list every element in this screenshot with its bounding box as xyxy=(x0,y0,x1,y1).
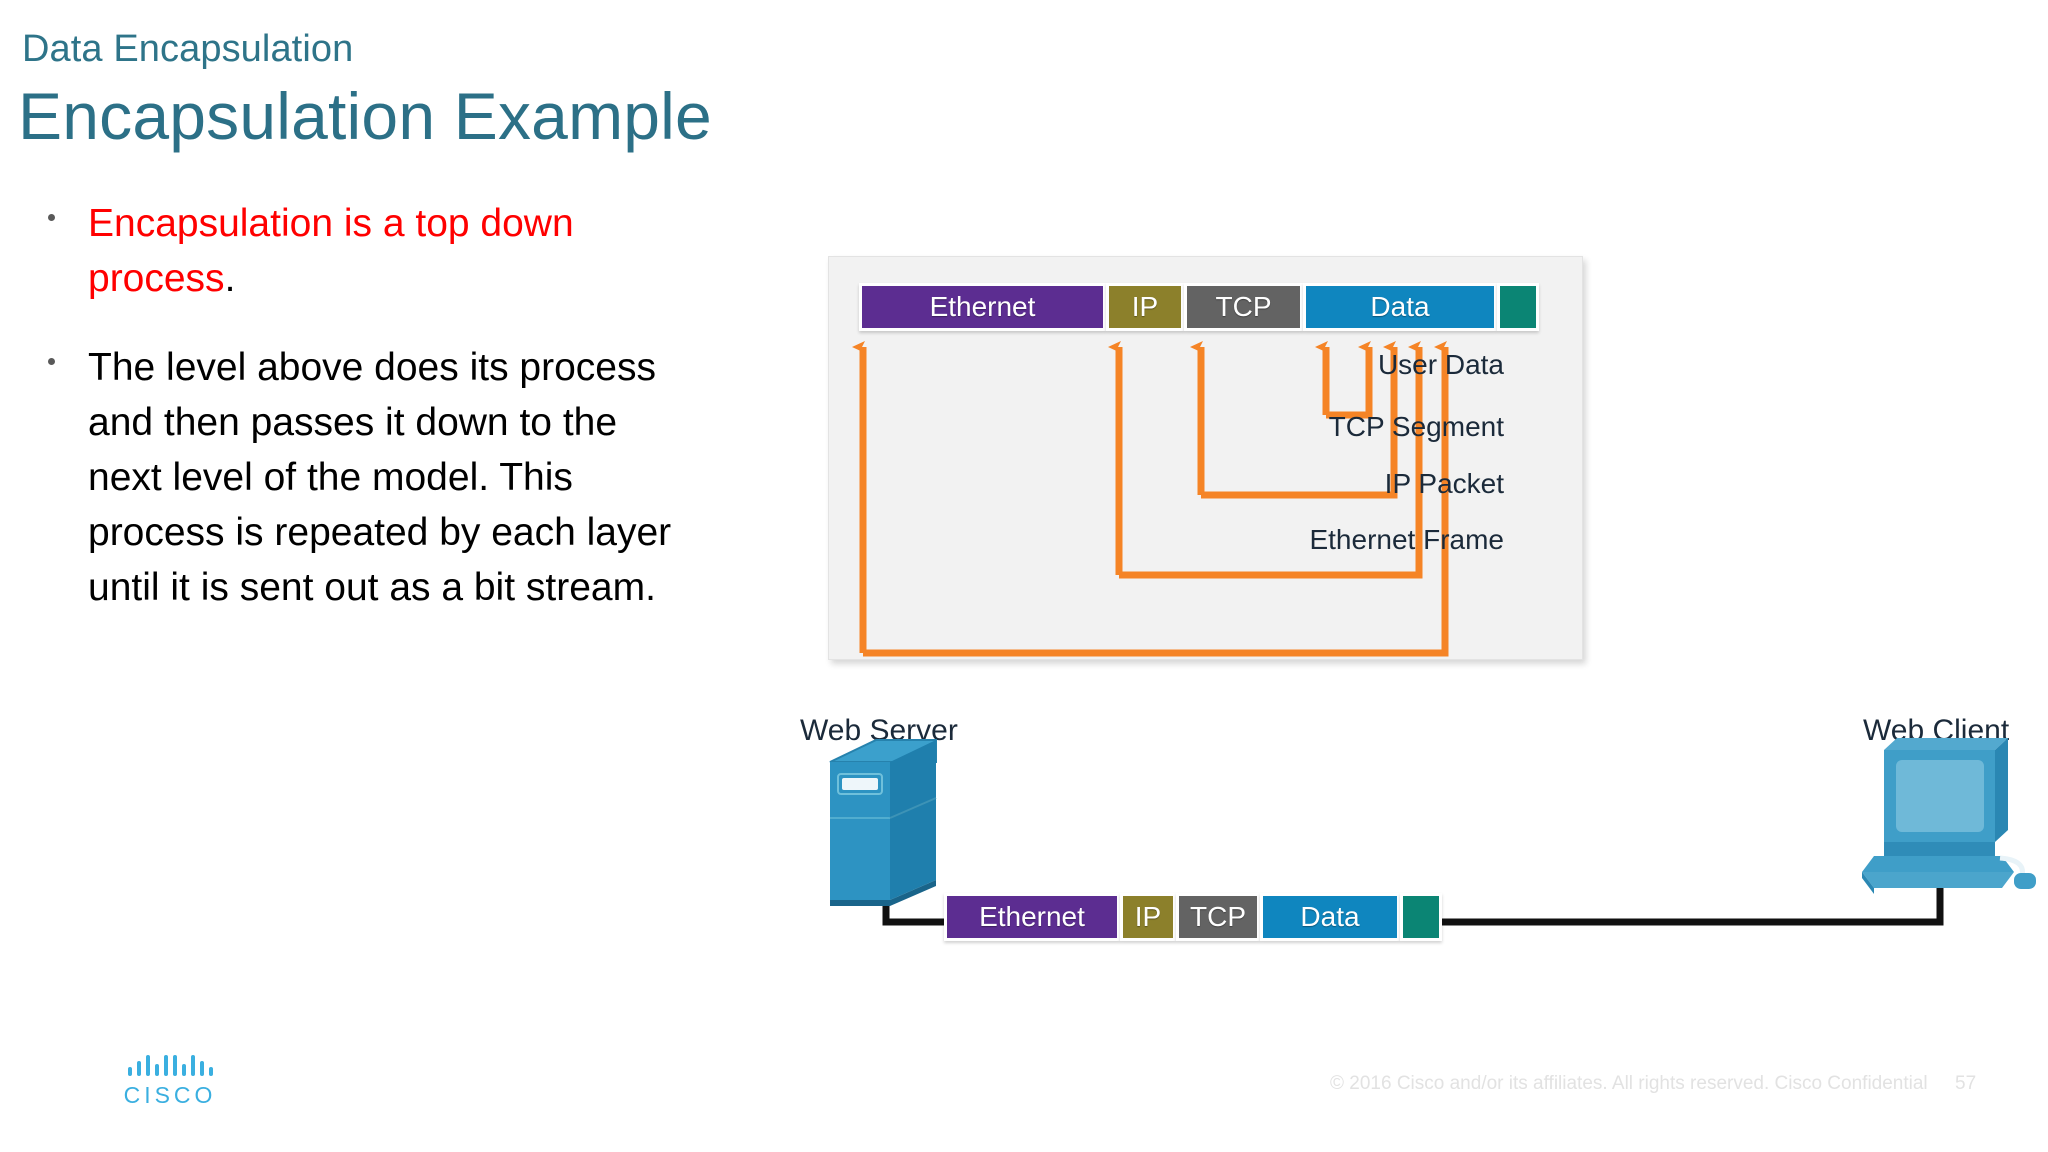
encapsulation-bracket-arrows xyxy=(852,341,1449,657)
pdu-segment-ip: IP xyxy=(1106,283,1184,331)
bullet-text: The level above does its process and the… xyxy=(88,346,672,609)
pdu-segment-tcp: TCP xyxy=(1184,283,1303,331)
pdu-bar-top: Ethernet IP TCP Data xyxy=(859,283,1539,331)
pdu-segment-data: Data xyxy=(1260,893,1400,941)
list-item: Encapsulation is a top down process. xyxy=(34,196,684,306)
bullet-dot-icon xyxy=(48,358,55,365)
cisco-logo-text: CISCO xyxy=(123,1082,217,1108)
pdu-segment-ethernet: Ethernet xyxy=(944,893,1120,941)
pdu-segment-tcp: TCP xyxy=(1176,893,1260,941)
web-server-icon xyxy=(829,739,937,906)
pdu-bar-bottom: Ethernet IP TCP Data xyxy=(944,893,1442,941)
list-item: The level above does its process and the… xyxy=(34,340,684,615)
bullet-text: Encapsulation is a top down process. xyxy=(88,202,574,300)
encapsulation-diagram-panel: Ethernet IP TCP Data xyxy=(828,256,1583,660)
pdu-segment-data: Data xyxy=(1303,283,1497,331)
pdu-segment-fcs xyxy=(1400,893,1442,941)
footer-page-number: 57 xyxy=(1955,1073,1977,1094)
bullet-dot-icon xyxy=(48,214,55,221)
encapsulation-diagram-inner: Ethernet IP TCP Data xyxy=(829,257,1582,659)
pdu-segment-ethernet: Ethernet xyxy=(859,283,1106,331)
network-topology-graphic xyxy=(829,738,2036,926)
page-title: Encapsulation Example xyxy=(18,79,712,153)
bullet-list: Encapsulation is a top down process. The… xyxy=(34,196,684,649)
bracket-label-ip-packet: IP Packet xyxy=(1384,468,1504,499)
bracket-label-user-data: User Data xyxy=(1377,349,1504,380)
pdu-segment-ip: IP xyxy=(1120,893,1176,941)
web-client-icon xyxy=(1862,738,2036,894)
pdu-segment-fcs xyxy=(1497,283,1539,331)
slide-eyebrow: Data Encapsulation xyxy=(22,28,354,70)
bracket-label-ethernet-frame: Ethernet Frame xyxy=(1309,524,1504,555)
cisco-logo-bars-icon xyxy=(110,1054,230,1076)
cisco-logo: CISCO xyxy=(110,1054,230,1109)
bullet-text-tail: . xyxy=(224,257,236,300)
bullet-text-main: Encapsulation is a top down process xyxy=(88,202,574,300)
footer-copyright: © 2016 Cisco and/or its affiliates. All … xyxy=(1330,1073,1928,1094)
bracket-label-tcp-segment: TCP Segment xyxy=(1328,411,1504,442)
